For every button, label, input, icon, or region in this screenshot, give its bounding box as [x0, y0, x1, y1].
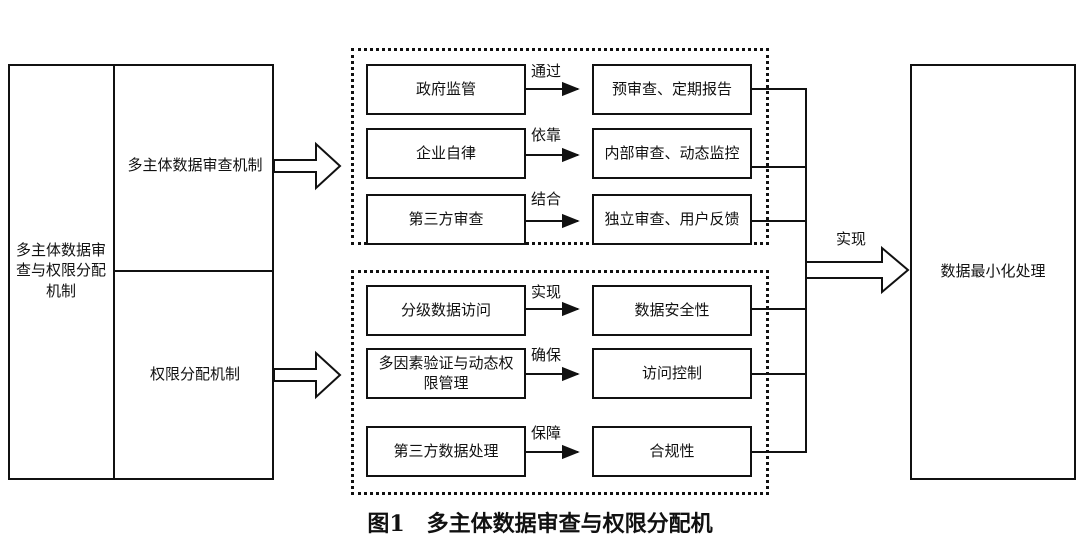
permission-target-box-2: 访问控制: [592, 348, 752, 399]
review-source-box-1: 政府监管: [366, 64, 526, 115]
permission-relation-label-2: 确保: [531, 346, 562, 364]
permission-source-box-3: 第三方数据处理: [366, 426, 526, 477]
review-target-box-2: 内部审查、动态监控: [592, 128, 752, 179]
left-outer-box: [8, 64, 274, 480]
review-relation-label-3: 结合: [531, 190, 562, 208]
review-source-box-3: 第三方审查: [366, 194, 526, 245]
main-mechanism-label: 多主体数据审查与权限分配机制: [15, 241, 106, 300]
permission-relation-label-1: 实现: [531, 283, 562, 301]
permission-group-container: [351, 270, 769, 495]
permission-target-box-3: 合规性: [592, 426, 752, 477]
permission-target-box-1: 数据安全性: [592, 285, 752, 336]
permission-source-box-2: 多因素验证与动态权限管理: [366, 348, 526, 399]
review-target-box-3: 独立审查、用户反馈: [592, 194, 752, 245]
review-block-arrow: [273, 141, 342, 191]
review-group-container: [351, 48, 769, 245]
review-source-box-2: 企业自律: [366, 128, 526, 179]
left-horizontal-divider: [113, 270, 274, 272]
permission-source-box-1: 分级数据访问: [366, 285, 526, 336]
figure-caption: 图1 多主体数据审查与权限分配机: [367, 511, 713, 537]
review-relation-label-2: 依靠: [531, 126, 562, 144]
review-target-box-1: 预审查、定期报告: [592, 64, 752, 115]
permission-mechanism-label: 权限分配机制: [149, 365, 240, 383]
permission-block-arrow: [273, 350, 342, 400]
merge-relation-label: 实现: [836, 230, 867, 248]
review-relation-label-1: 通过: [531, 62, 562, 80]
outcome-box: 数据最小化处理: [910, 64, 1076, 480]
review-mechanism-label: 多主体数据审查机制: [127, 156, 263, 174]
left-vertical-divider: [113, 64, 115, 480]
permission-relation-label-3: 保障: [531, 424, 562, 442]
outcome-block-arrow: [805, 245, 910, 295]
